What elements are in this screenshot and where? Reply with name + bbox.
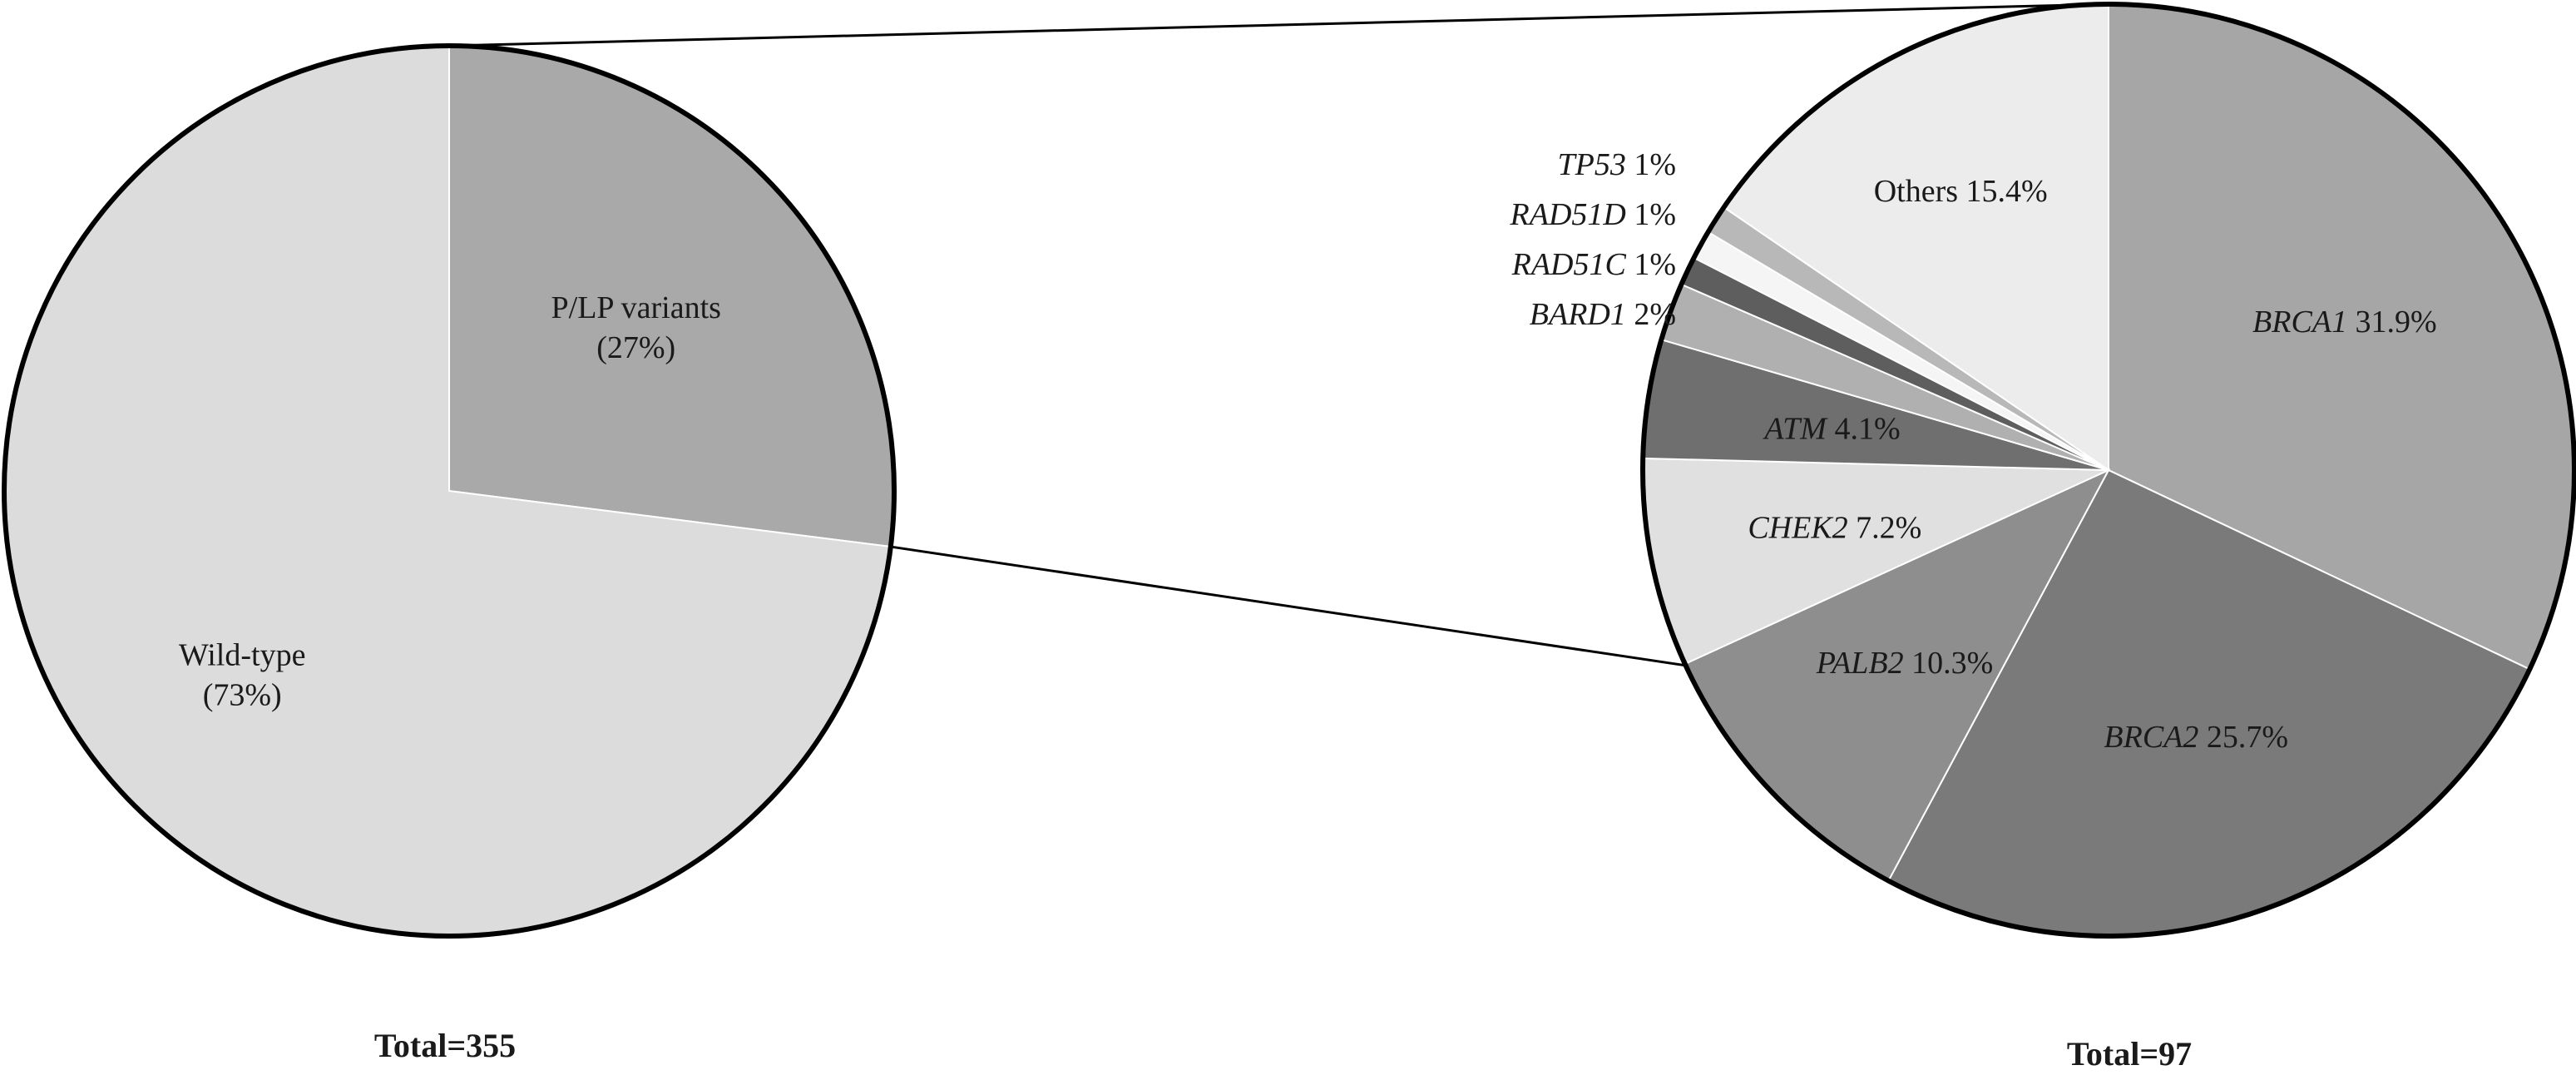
right-pie-outline <box>1640 2 2576 939</box>
total-label-left: Total=355 <box>374 1027 516 1064</box>
left-pie-label-p-lp-variants: P/LP variants(27%) <box>551 290 721 365</box>
right-pie-label-chek2: CHEK2 7.2% <box>1748 510 1921 545</box>
slice-labels: P/LP variants(27%) Wild-type(73%) BRCA1 31… <box>179 147 2437 755</box>
left-pie-label-wild-type: Wild-type(73%) <box>179 637 306 712</box>
right-pie-label-tp53: TP53 1% <box>1557 147 1676 182</box>
right-pie-label-brca1: BRCA1 31.9% <box>2252 305 2437 339</box>
pie-chart-total-97 <box>1640 2 2576 939</box>
right-pie-label-brca2: BRCA2 25.7% <box>2104 720 2288 755</box>
right-pie-label-rad51c: RAD51C 1% <box>1511 247 1676 282</box>
connector-top <box>448 2 2109 47</box>
right-pie-label-atm: ATM 4.1% <box>1762 411 1900 446</box>
left-pie-outline <box>2 43 897 939</box>
right-pie-label-others: Others 15.4% <box>1874 174 2048 209</box>
right-pie-label-palb2: PALB2 10.3% <box>1816 646 1994 681</box>
pie-chart-total-355 <box>2 43 897 939</box>
total-label-right: Total=97 <box>2067 1035 2192 1073</box>
right-pie-label-bard1: BARD1 2% <box>1530 297 1676 332</box>
right-pie-label-rad51d: RAD51D 1% <box>1510 197 1676 232</box>
